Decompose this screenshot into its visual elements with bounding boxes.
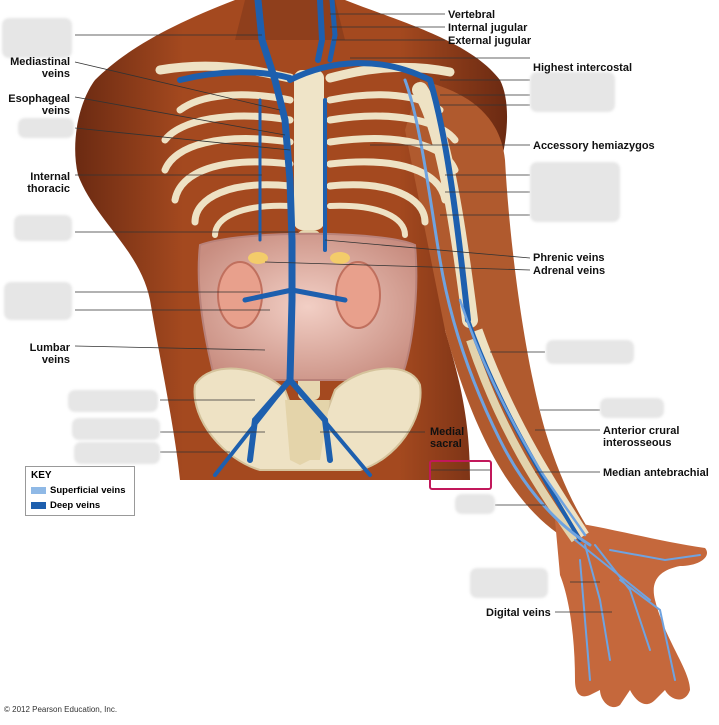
hidden-label (68, 390, 158, 412)
hidden-label (600, 398, 664, 418)
hand-skin (555, 520, 708, 708)
hidden-label (2, 18, 72, 58)
deep-swatch (31, 501, 46, 509)
leader-lines (74, 13, 612, 613)
label-median-antebrachial: Median antebrachial (603, 467, 709, 479)
hidden-label (470, 568, 548, 598)
label-accessory-hemiazygos: Accessory hemiazygos (533, 140, 655, 152)
label-internal-jugular: Internal jugular (448, 22, 528, 34)
key-superficial: Superficial veins (31, 485, 126, 496)
label-external-jugular: External jugular (448, 35, 532, 47)
ulna (466, 338, 579, 543)
hidden-label (18, 118, 74, 138)
hidden-label (455, 494, 495, 514)
label-phrenic-veins: Phrenic veins (533, 252, 605, 264)
label-vertebral: Vertebral (448, 9, 496, 21)
hidden-label (14, 215, 72, 241)
hidden-label (546, 340, 634, 364)
answer-highlight-box[interactable] (429, 460, 492, 490)
hidden-label (72, 418, 160, 440)
superficial-veins (403, 78, 701, 681)
left-kidney (335, 261, 381, 329)
arm-skin (405, 80, 640, 560)
label-adrenal-veins: Adrenal veins (533, 265, 606, 277)
key-title: KEY (31, 470, 52, 481)
superficial-swatch (31, 486, 46, 494)
label-highest-intercostal: Highest intercostal (533, 62, 633, 74)
hidden-label (4, 282, 72, 320)
neck (235, 0, 345, 40)
sternum (294, 70, 324, 230)
key-deep: Deep veins (31, 500, 100, 511)
copyright-notice: © 2012 Pearson Education, Inc. (4, 705, 118, 714)
hidden-label (74, 442, 160, 464)
ribcage (155, 61, 459, 238)
hidden-label (530, 162, 620, 222)
label-digital-veins: Digital veins (486, 607, 551, 619)
hidden-label (530, 72, 615, 112)
legend-key: KEY Superficial veins Deep veins (25, 466, 135, 516)
right-kidney (217, 261, 263, 329)
